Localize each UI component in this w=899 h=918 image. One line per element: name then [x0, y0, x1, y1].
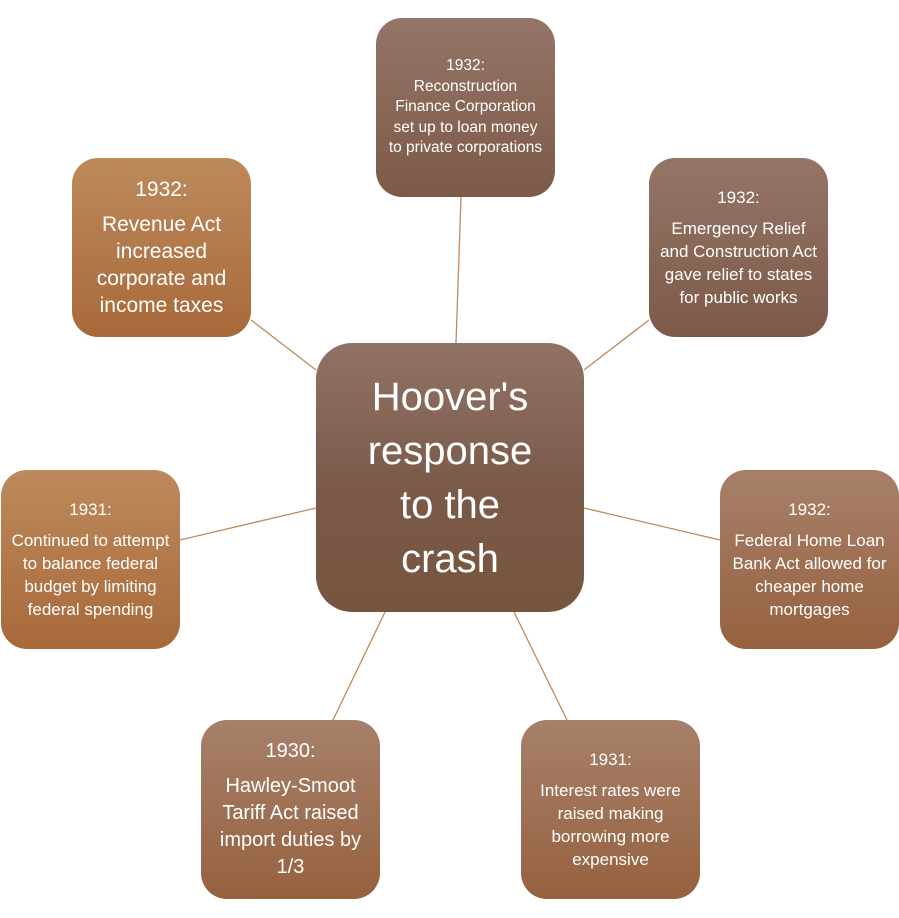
node-year: 1932:: [135, 178, 188, 201]
node-text: Federal Home Loan Bank Act allowed for c…: [732, 531, 887, 619]
node-right: 1932: Federal Home Loan Bank Act allowed…: [720, 470, 899, 649]
connector-right: [583, 507, 721, 541]
node-year: 1932:: [788, 500, 831, 519]
connector-bottom-left: [332, 611, 386, 721]
node-year: 1932:: [717, 188, 760, 207]
node-text: Emergency Relief and Construction Act ga…: [660, 219, 817, 307]
node-left: 1931: Continued to attempt to balance fe…: [1, 470, 180, 649]
connector-top-right: [583, 319, 650, 371]
node-year: 1931:: [589, 750, 632, 769]
node-year: 1932:: [446, 57, 485, 75]
node-bottom-left: 1930: Hawley-Smoot Tariff Act raised imp…: [201, 720, 380, 899]
connector-top: [455, 196, 462, 344]
node-text: Revenue Act increased corporate and inco…: [96, 213, 227, 317]
node-year: 1931:: [69, 500, 112, 519]
node-text: Interest rates were raised making borrow…: [540, 781, 681, 869]
node-text: Continued to attempt to balance federal …: [11, 531, 170, 619]
node-text: Reconstruction Finance Corporation set u…: [388, 77, 543, 157]
node-year: 1930:: [265, 740, 316, 762]
node-bottom-right: 1931: Interest rates were raised making …: [521, 720, 700, 899]
node-top: 1932: Reconstruction Finance Corporation…: [376, 18, 555, 197]
node-text: Hawley-Smoot Tariff Act raised import du…: [219, 775, 362, 878]
node-top-right: 1932: Emergency Relief and Construction …: [649, 158, 828, 337]
node-top-left: 1932: Revenue Act increased corporate an…: [72, 158, 251, 337]
center-node-label: Hoover's response to the crash: [367, 374, 533, 581]
connector-left: [179, 507, 317, 541]
connector-top-left: [250, 319, 317, 371]
connector-bottom-right: [513, 611, 568, 721]
center-node: Hoover's response to the crash: [316, 343, 584, 612]
